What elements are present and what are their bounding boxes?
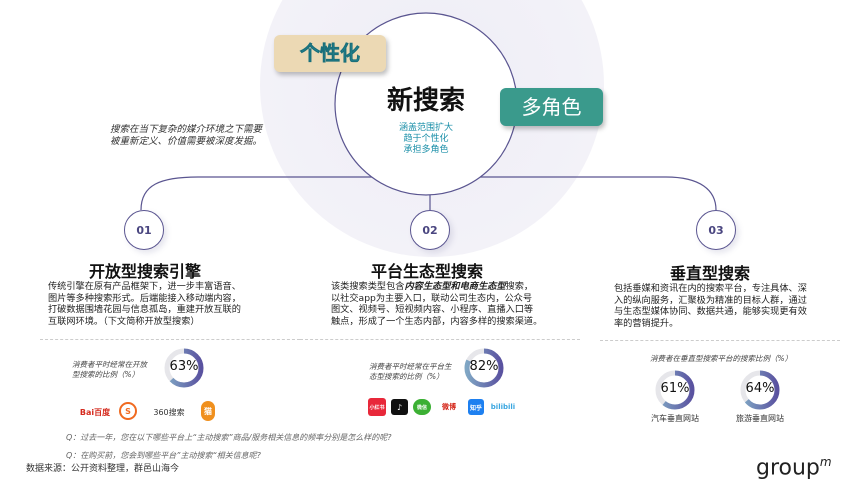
xiaohongshu-logo: 小红书 — [368, 398, 386, 416]
groupm-logo: groupm — [756, 455, 832, 480]
tag-multi-role: 多角色 — [500, 88, 603, 126]
intro-line: 被重新定义、价值需要被深度发掘。 — [110, 136, 263, 147]
gauge-fill — [655, 370, 695, 410]
desc-line: 打破数据围墙花园与信息孤岛，重建开放互联的 — [48, 304, 241, 315]
owl-logo: 猫 — [201, 401, 215, 421]
gauge-caption: 消费者平时经常在平台生 态型搜索的比例（%） — [369, 362, 452, 382]
section-desc: 该类搜索类型包含内容生态型和电商生态型搜索， 以社交app为主要入口，联动公司生… — [331, 281, 542, 327]
intro-text: 搜索在当下复杂的媒介环境之下需要 被重新定义、价值需要被深度发掘。 — [110, 124, 262, 148]
caption-line: 消费者平时经常在平台生 — [369, 362, 452, 371]
divider — [300, 339, 580, 340]
zhihu-logo: 知乎 — [468, 399, 484, 415]
gauge-value: 82% — [469, 359, 499, 374]
divider — [600, 340, 840, 341]
desc-line: 以社交app为主要入口，联动公司生态内，公众号 — [331, 292, 533, 304]
caption-line: 型搜索的比例（%） — [72, 370, 140, 379]
caption-line: 态型搜索的比例（%） — [369, 372, 444, 381]
desc-line: 图文、视频号、短视频内容、小程序、直播入口等 — [331, 304, 534, 315]
360-search-logo: 360搜索 — [153, 407, 185, 417]
center-subtitle: 涵盖范围扩大 趋于个性化 承担多角色 — [376, 123, 476, 156]
desc-text: 该类搜索类型包含 — [331, 281, 405, 292]
section-title: 开放型搜索引擎 — [88, 262, 201, 281]
desc-line: 与生态型媒体协同、数据共通，能够实现更有效 — [614, 306, 807, 317]
step-01: 01 — [124, 210, 164, 250]
gauge-caption: 消费者在垂直型搜索平台的搜索比例（%） — [650, 354, 793, 363]
intro-line: 搜索在当下复杂的媒介环境之下需要 — [110, 124, 263, 135]
survey-question: Q：在购买前，您会到哪些平台”主动搜索“相关信息呢? — [66, 451, 261, 460]
bilibili-logo: bilibili — [490, 403, 516, 411]
center-title: 新搜索 — [386, 86, 465, 116]
divider — [40, 339, 300, 340]
connector-line — [140, 176, 717, 211]
gauge-fill — [740, 370, 780, 410]
gauge-fill — [464, 348, 504, 388]
douyin-logo: ♪ — [391, 399, 408, 415]
desc-line: 包括垂媒和资讯在内的搜索平台，专注具体、深 — [614, 283, 807, 294]
brand-text: group — [756, 455, 820, 481]
weibo-logo: 微博 — [442, 403, 456, 411]
gauge-label: 旅游垂直网站 — [736, 414, 784, 423]
gauge-value: 61% — [660, 381, 690, 396]
caption-line: 消费者平时经常在开放 — [72, 360, 147, 369]
desc-text: 搜索， — [505, 281, 534, 292]
brand-sup: m — [819, 455, 832, 469]
data-source: 数据来源：公开资料整理，群邑山海今 — [26, 464, 180, 474]
desc-line: 传统引擎在原有产品框架下，进一步丰富语音、 — [48, 281, 241, 292]
desc-line: 该类搜索类型包含内容生态型和电商生态型搜索， — [331, 281, 542, 293]
section-title: 平台生态型搜索 — [370, 262, 483, 281]
center-line: 涵盖范围扩大 — [398, 123, 453, 133]
section-desc: 包括垂媒和资讯在内的搜索平台，专注具体、深 入的纵向服务，汇聚极为精准的目标人群… — [614, 283, 807, 329]
survey-question: Q：过去一年，您在以下哪些平台上“主动搜索”商品/服务相关信息的频率分别是怎么样… — [66, 433, 392, 442]
step-03: 03 — [696, 210, 736, 250]
section-title: 垂直型搜索 — [669, 264, 750, 283]
tag-personalization: 个性化 — [274, 35, 386, 72]
gauge-value: 63% — [169, 359, 199, 374]
desc-line: 图片等多种搜索形式。后端能接入移动端内容， — [48, 292, 241, 304]
baidu-logo: Bai百度 — [79, 407, 111, 417]
desc-emphasis: 内容生态型和电商生态型 — [404, 281, 506, 292]
step-02: 02 — [410, 210, 450, 250]
gauge-value: 64% — [745, 381, 775, 396]
wechat-logo: 微信 — [413, 399, 431, 415]
gauge-label: 汽车垂直网站 — [651, 414, 699, 423]
desc-line: 入的纵向服务，汇聚极为精准的目标人群，通过 — [614, 294, 807, 306]
section-desc: 传统引擎在原有产品框架下，进一步丰富语音、 图片等多种搜索形式。后端能接入移动端… — [48, 281, 241, 327]
desc-line: 触点，形成了一个生态内部，内容多样的搜索渠道。 — [331, 315, 543, 327]
desc-line: 率的营销提升。 — [614, 317, 679, 329]
desc-line: 互联网环境。（下文简称开放型搜索） — [48, 315, 200, 327]
sogou-logo: S — [119, 402, 137, 420]
center-line: 趋于个性化 — [403, 134, 449, 144]
gauge-fill — [164, 348, 204, 388]
center-line: 承担多角色 — [403, 145, 449, 155]
gauge-caption: 消费者平时经常在开放 型搜索的比例（%） — [72, 360, 147, 380]
